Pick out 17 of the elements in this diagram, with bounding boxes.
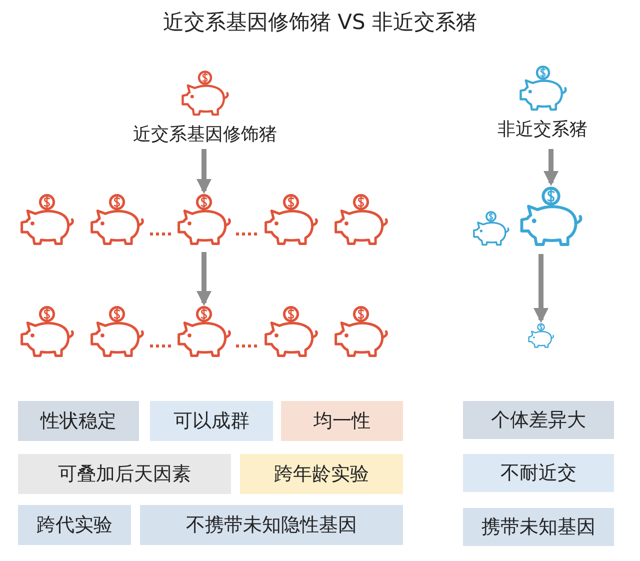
trait-box: 个体差异大 (463, 401, 614, 439)
diagram-title: 近交系基因修饰猪 VS 非近交系猪 (162, 9, 478, 36)
trait-box: 跨代实验 (18, 505, 131, 545)
trait-box: 可叠加后天因素 (18, 454, 231, 494)
arrow (196, 252, 212, 306)
trait-box: 性状稳定 (18, 401, 139, 441)
trait-box: 携带未知基因 (463, 508, 614, 546)
trait-box: 可以成群 (150, 401, 273, 441)
arrow (544, 149, 558, 186)
trait-box: 跨年龄实验 (240, 454, 403, 494)
trait-box: 不耐近交 (463, 454, 614, 492)
group-heading: 非近交系猪 (496, 118, 588, 141)
trait-box: 均一性 (281, 401, 403, 441)
arrow (196, 149, 212, 194)
arrow (534, 254, 548, 323)
trait-box: 不携带未知隐性基因 (140, 505, 403, 545)
group-heading: 近交系基因修饰猪 (132, 123, 278, 146)
